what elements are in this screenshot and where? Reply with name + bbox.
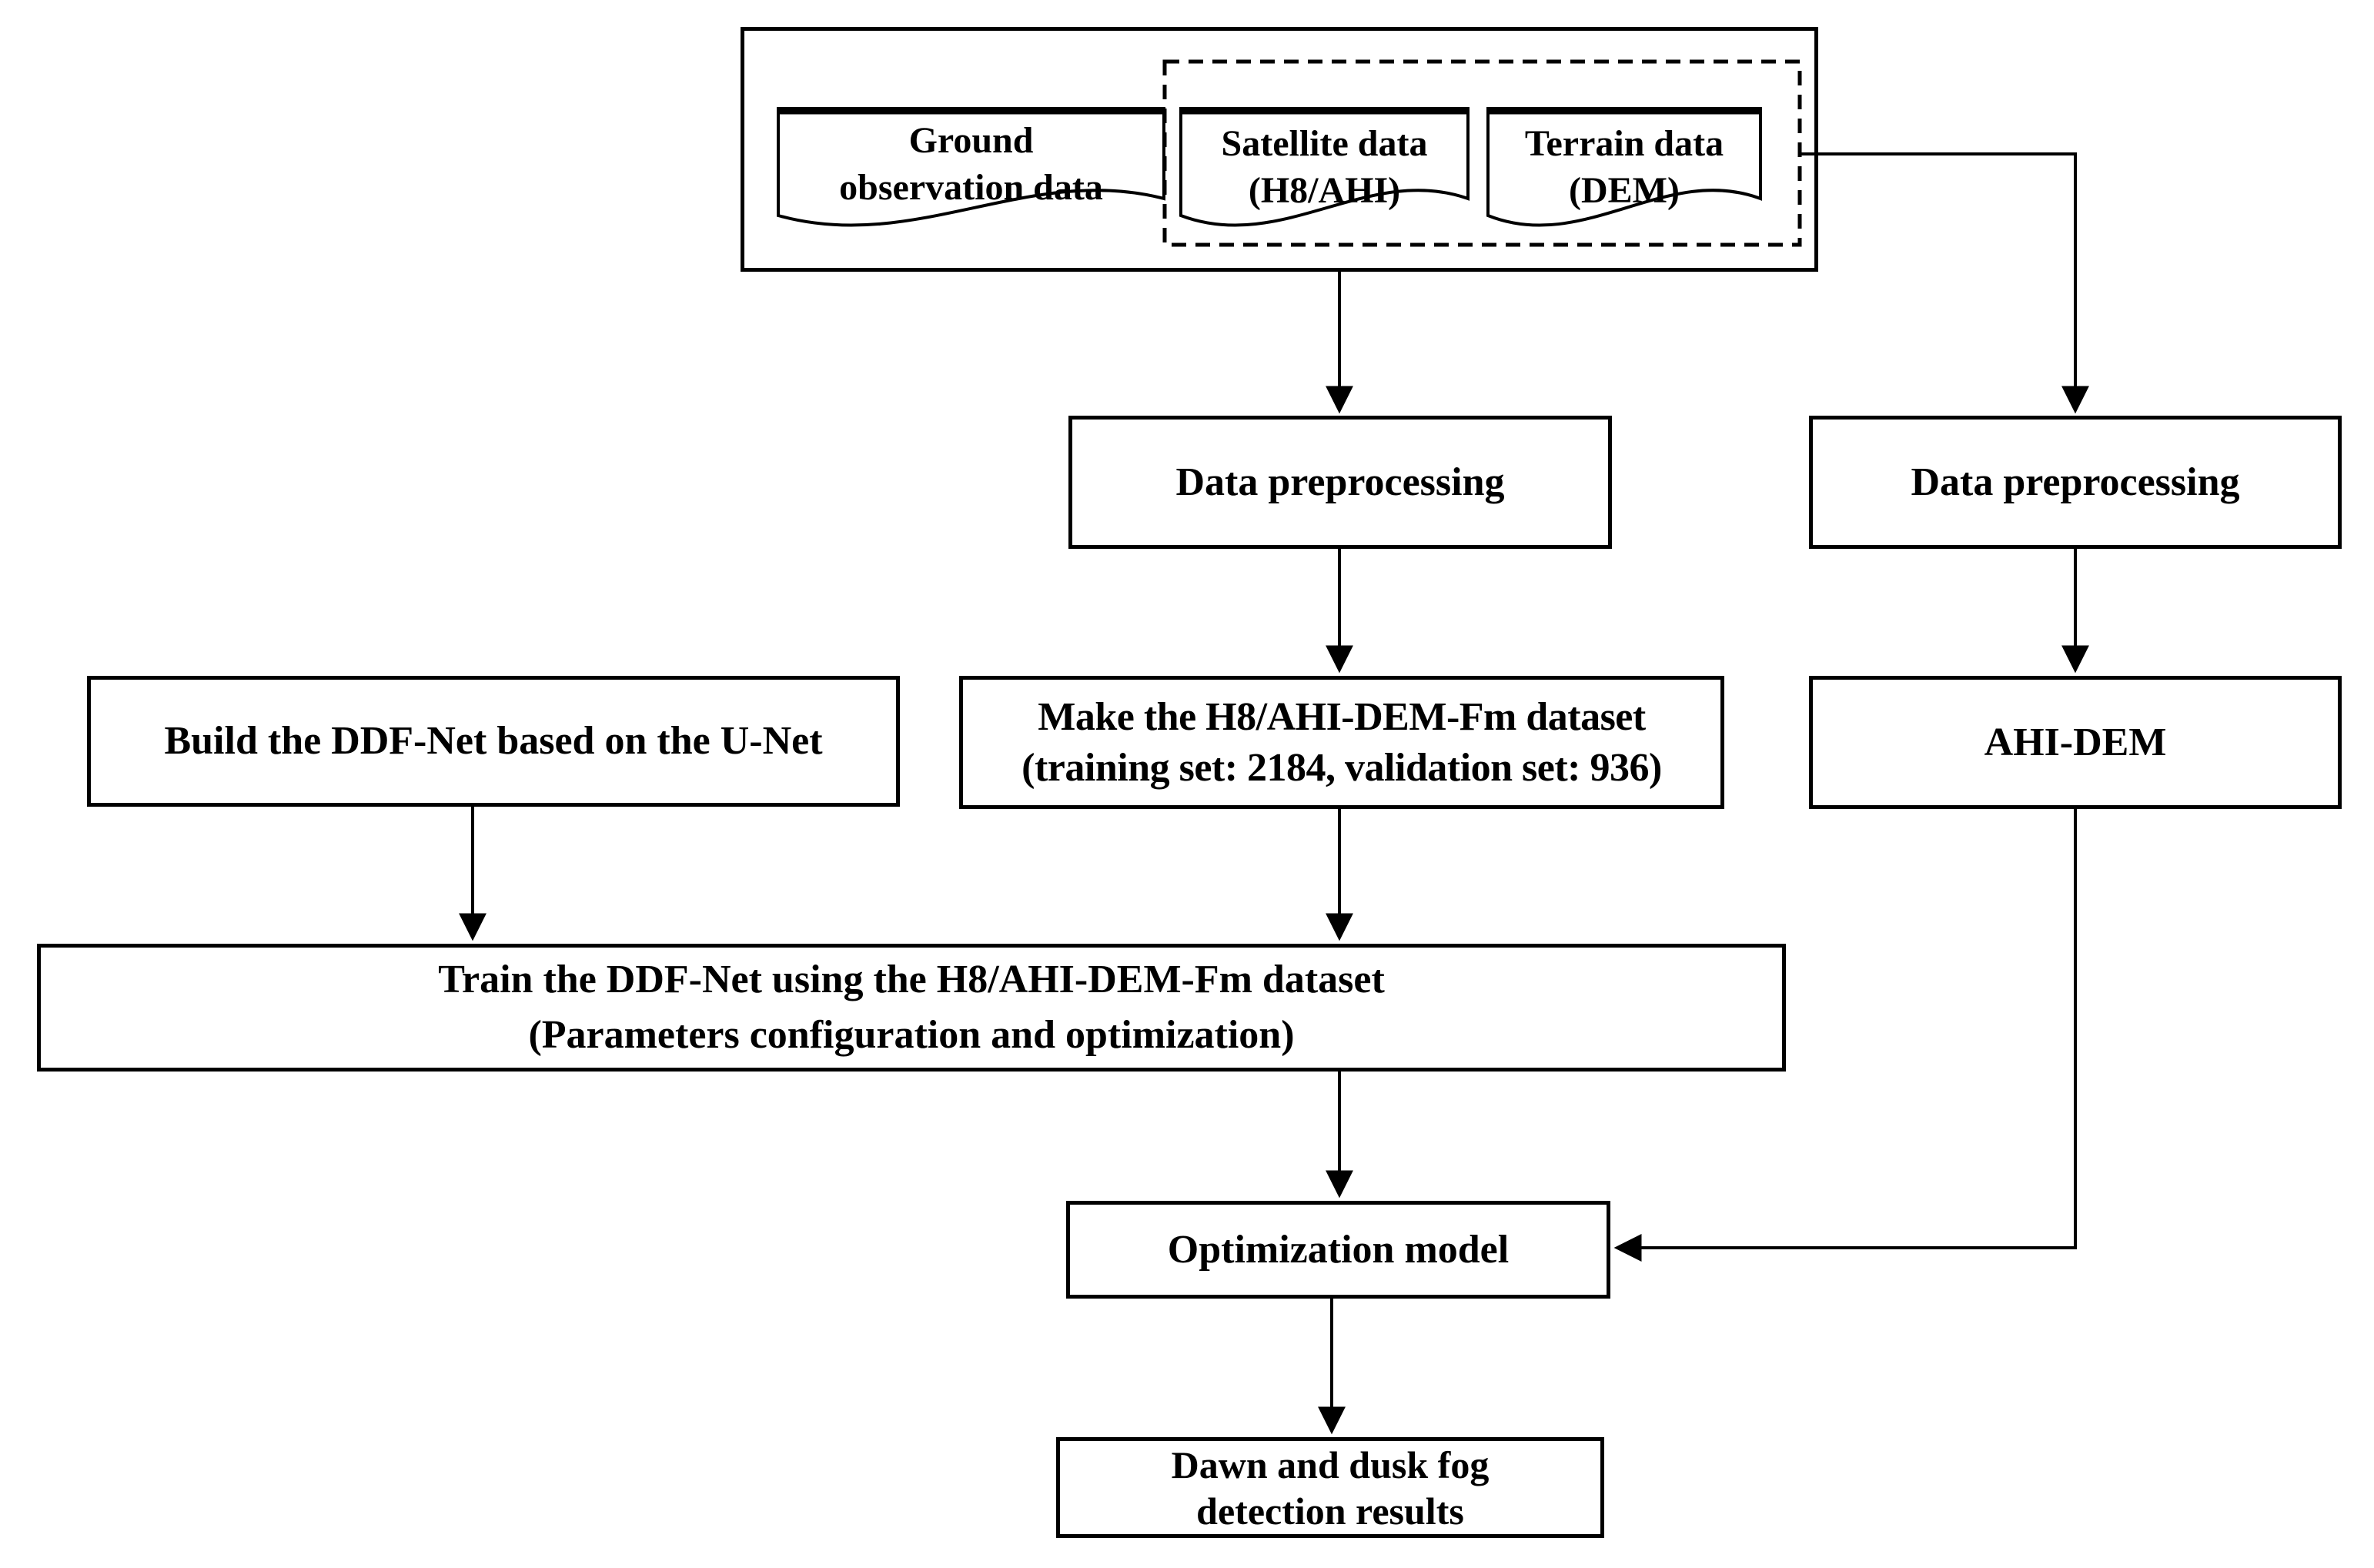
optimization-model-node: Optimization model (1066, 1201, 1610, 1299)
arrow-dashed-group-to-preprocessing-terrain (1800, 152, 2089, 414)
input-data-group-box (741, 27, 1818, 272)
make-dataset-line2: (training set: 2184, validation set: 936… (1021, 745, 1662, 790)
satellite-data-line1: Satellite data (1221, 123, 1428, 164)
ground-observation-line2: observation data (839, 167, 1103, 208)
terrain-data-line1: Terrain data (1524, 123, 1724, 164)
train-ddfnet-line1: Train the DDF-Net using the H8/AHI-DEM-F… (438, 958, 1385, 1001)
satellite-data-line2: (H8/AHI) (1248, 170, 1401, 211)
terrain-data-node: Terrain data (DEM) (1486, 120, 1763, 214)
detection-results-line2: detection results (1196, 1489, 1464, 1533)
train-ddfnet-line2: (Parameters configuration and optimizati… (528, 1013, 1295, 1057)
terrain-data-line2: (DEM) (1569, 170, 1680, 211)
ahi-dem-label: AHI-DEM (1984, 720, 2167, 764)
satellite-data-node: Satellite data (H8/AHI) (1179, 120, 1470, 214)
optimization-model-label: Optimization model (1167, 1227, 1510, 1272)
data-preprocessing-terrain-node: Data preprocessing (1809, 416, 2342, 549)
data-preprocessing-main-node: Data preprocessing (1068, 416, 1612, 549)
make-dataset-node: Make the H8/AHI-DEM-Fm dataset (training… (959, 676, 1724, 809)
ground-observation-data-node: Ground observation data (776, 117, 1166, 211)
arrow-ahi-dem-to-optimization (1613, 809, 2077, 1262)
train-ddfnet-node: Train the DDF-Net using the H8/AHI-DEM-F… (37, 944, 1786, 1072)
terrain-data-doc-shape (1486, 107, 1762, 227)
build-ddfnet-node: Build the DDF-Net based on the U-Net (87, 676, 900, 807)
ground-observation-line1: Ground (908, 120, 1034, 161)
ground-observation-doc-shape (777, 107, 1165, 227)
build-ddfnet-label: Build the DDF-Net based on the U-Net (164, 719, 823, 763)
detection-results-node: Dawn and dusk fog detection results (1056, 1437, 1604, 1538)
detection-results-line1: Dawn and dusk fog (1171, 1443, 1490, 1486)
data-preprocessing-terrain-label: Data preprocessing (1911, 460, 2240, 504)
data-preprocessing-main-label: Data preprocessing (1175, 460, 1505, 504)
ahi-dem-node: AHI-DEM (1809, 676, 2342, 809)
satellite-data-doc-shape (1179, 107, 1470, 227)
make-dataset-line1: Make the H8/AHI-DEM-Fm dataset (1038, 694, 1646, 739)
